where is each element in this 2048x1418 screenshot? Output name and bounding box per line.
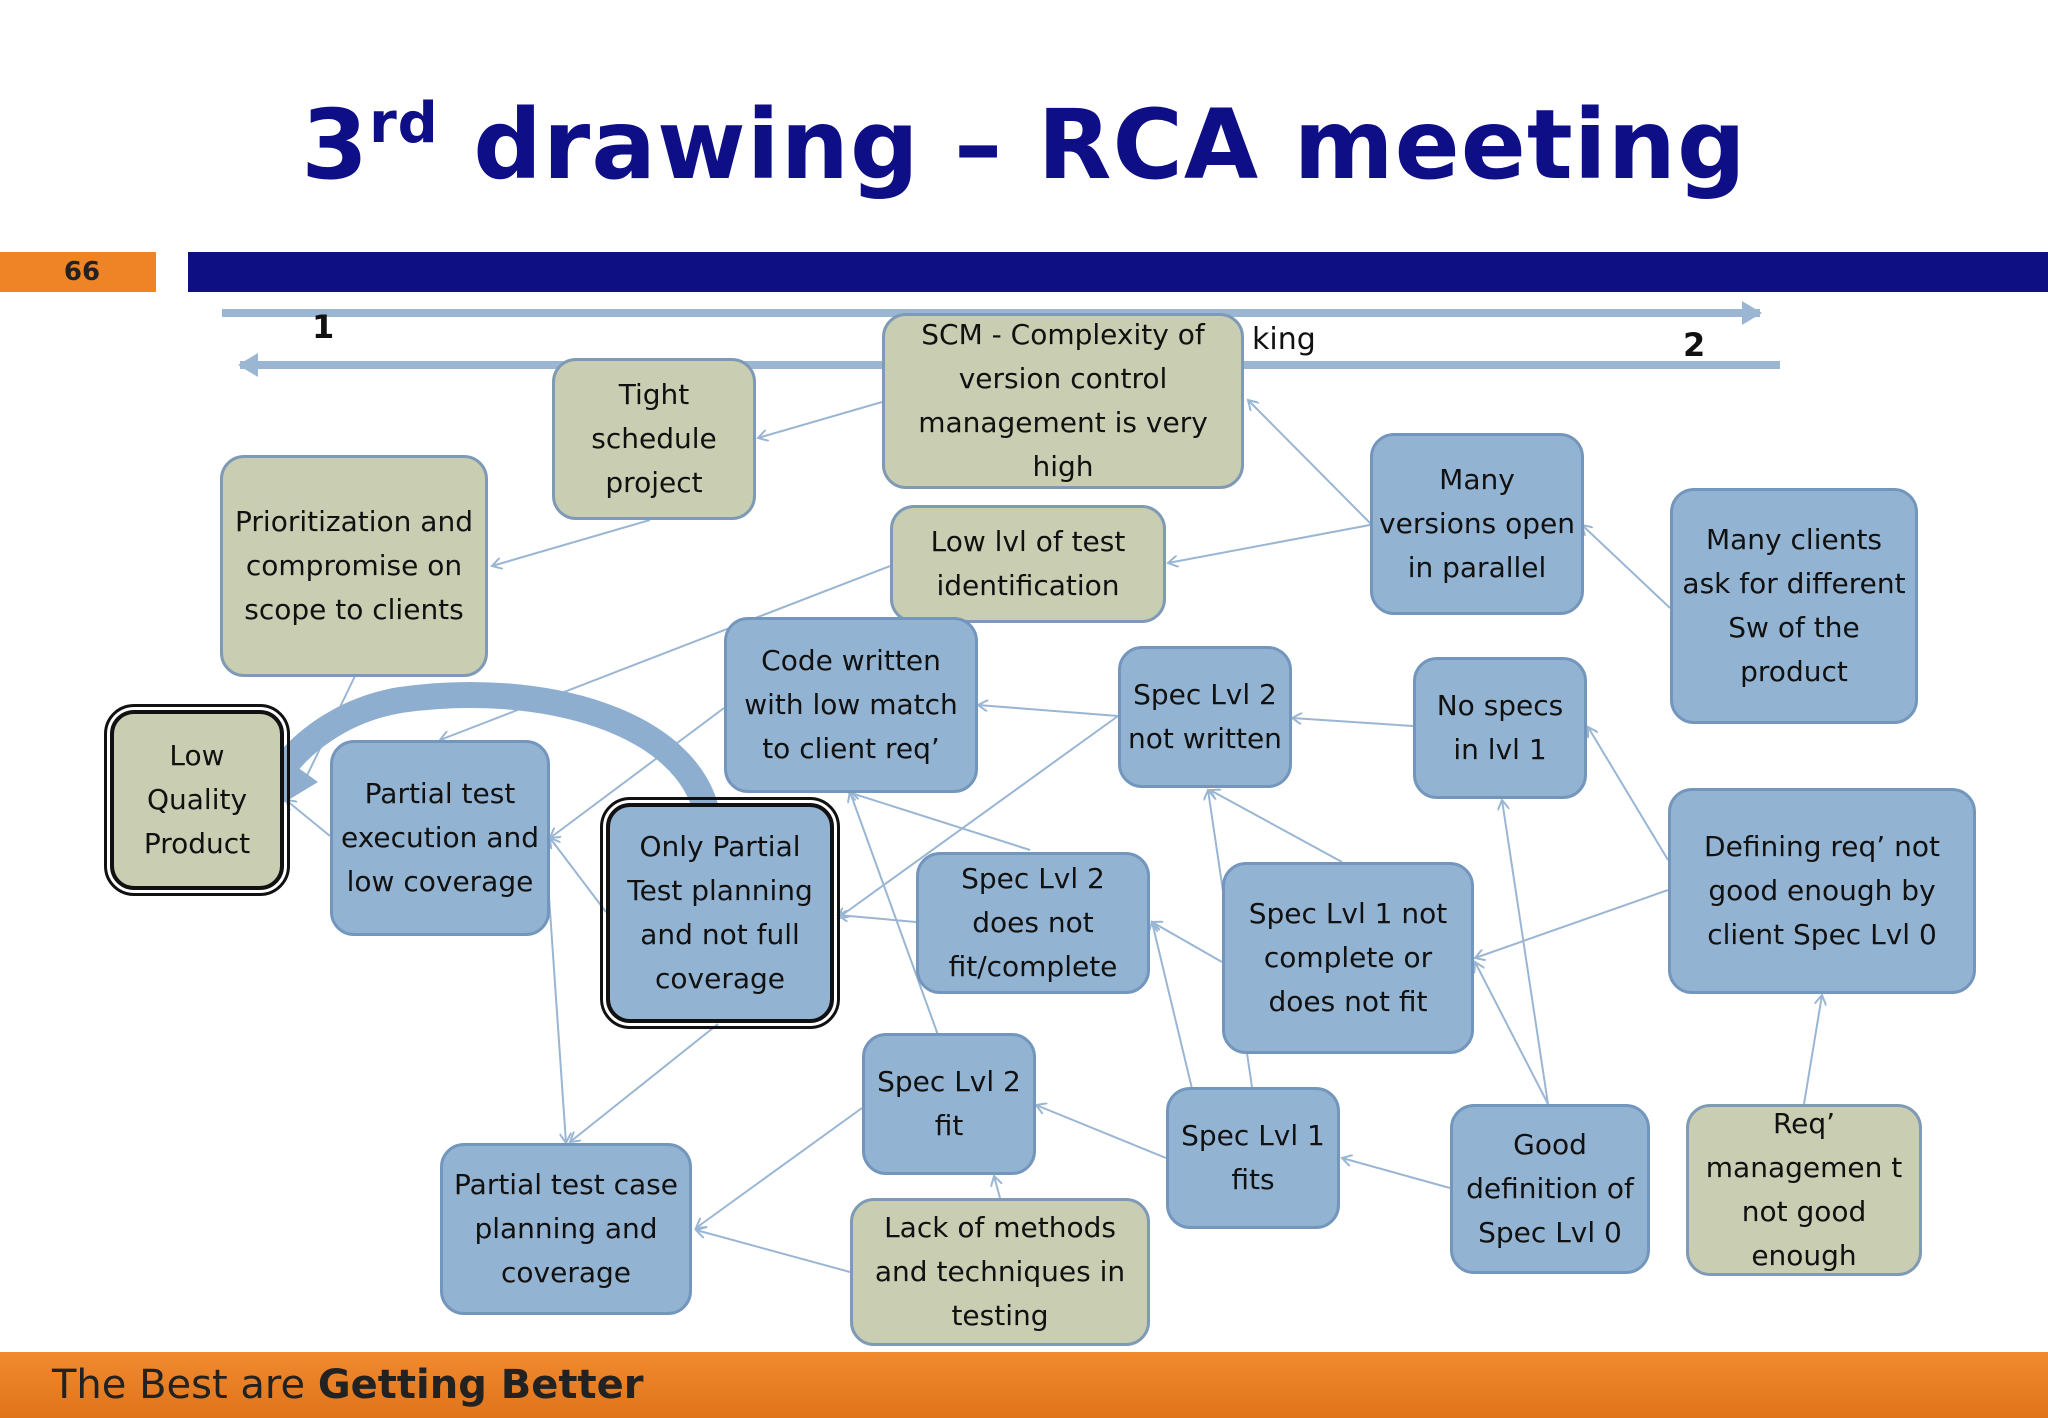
node-lack-of-methods: Lack of methods and techniques in testin… xyxy=(850,1198,1150,1346)
edge-spec1nc-spec2nw xyxy=(1210,790,1343,863)
connector-lines xyxy=(286,400,1822,1273)
timeline-label-right: 2 xyxy=(1683,326,1706,364)
slide-number-bar: 66 xyxy=(0,252,156,292)
title-superscript: rd xyxy=(369,91,439,156)
edge-spec2df-only xyxy=(838,915,917,923)
edge-spec2df-code xyxy=(848,792,1031,851)
edge-spec1fit-spec2fit xyxy=(1036,1105,1167,1159)
edge-only-ptc xyxy=(570,1023,719,1142)
edge-lowlvl-pte xyxy=(440,565,891,740)
slide-title: 3rd drawing – RCA meeting xyxy=(0,90,2048,200)
edge-pte-ptc xyxy=(547,881,566,1143)
node-spec-lvl2-not-written: Spec Lvl 2 not written xyxy=(1118,646,1292,788)
slide-number: 66 xyxy=(63,257,101,287)
edge-lack-spec2fit xyxy=(994,1176,1000,1199)
edge-scm-tight xyxy=(758,401,883,438)
node-partial-test-case-planning: Partial test case planning and coverage xyxy=(440,1143,692,1315)
edge-gooddef-nospecs xyxy=(1502,800,1549,1105)
node-prioritization: Prioritization and compromise on scope t… xyxy=(220,455,488,677)
edge-tight-prior xyxy=(492,519,651,566)
edge-manyver-scm xyxy=(1248,400,1373,526)
node-no-specs-lvl1: No specs in lvl 1 xyxy=(1413,657,1587,799)
node-tight-schedule: Tight schedule project xyxy=(552,358,756,520)
node-spec-lvl2-does-not-fit: Spec Lvl 2 does not fit/complete xyxy=(916,852,1150,994)
edge-reqman-defreq xyxy=(1803,995,1822,1105)
title-main: 3 xyxy=(301,89,370,201)
node-only-partial-test-planning: Only Partial Test planning and not full … xyxy=(600,797,840,1029)
node-many-clients: Many clients ask for different Sw of the… xyxy=(1670,488,1918,724)
node-req-management: Req’ managemen t not good enough xyxy=(1686,1104,1922,1276)
node-code-written: Code written with low match to client re… xyxy=(724,617,978,793)
edge-defreq-spec1nc xyxy=(1475,889,1669,958)
node-scm-complexity: SCM - Complexity of version control mana… xyxy=(882,313,1244,489)
edge-manycli-manyver xyxy=(1582,525,1671,609)
title-rest: drawing – RCA meeting xyxy=(438,89,1747,201)
node-low-quality-product: Low Quality Product xyxy=(104,704,290,896)
node-good-definition: Good definition of Spec Lvl 0 xyxy=(1450,1104,1650,1274)
node-low-lvl-test-identification: Low lvl of test identification xyxy=(890,505,1166,623)
edge-manyver-lowlvl xyxy=(1168,524,1371,563)
timeline-caption: king xyxy=(1252,322,1316,357)
edge-spec2nw-only xyxy=(838,715,1119,918)
edge-gooddef-spec1fit xyxy=(1342,1158,1451,1189)
node-spec-lvl1-fits: Spec Lvl 1 fits xyxy=(1166,1087,1340,1229)
node-spec-lvl2-fit: Spec Lvl 2 fit xyxy=(862,1033,1036,1175)
edge-defreq-nospecs xyxy=(1588,727,1669,861)
footer-slogan-plain: The Best are xyxy=(52,1362,318,1408)
footer-slogan: The Best are Getting Better xyxy=(52,1362,643,1408)
edge-gooddef-spec1nc xyxy=(1475,962,1549,1105)
edge-only-pte xyxy=(550,838,607,913)
node-partial-test-execution: Partial test execution and low coverage xyxy=(330,740,550,936)
curved-arrow xyxy=(269,682,721,831)
node-many-versions: Many versions open in parallel xyxy=(1370,433,1584,615)
edge-spec2fit-ptc xyxy=(696,1107,863,1228)
footer-bar xyxy=(0,1352,2048,1418)
edge-nospecs-spec2nw xyxy=(1292,718,1414,727)
title-underline-bar xyxy=(188,252,2048,292)
node-spec-lvl1-not-complete: Spec Lvl 1 not complete or does not fit xyxy=(1222,862,1474,1054)
edge-spec2fit-code xyxy=(850,792,939,1036)
edge-code-pte xyxy=(550,707,725,838)
footer-slogan-bold: Getting Better xyxy=(317,1362,644,1408)
edge-lack-ptc xyxy=(696,1230,851,1273)
node-defining-req: Defining req’ not good enough by client … xyxy=(1668,788,1976,994)
edge-spec2nw-code xyxy=(978,705,1119,717)
edge-pte-lowq xyxy=(286,800,331,837)
timeline-label-left: 1 xyxy=(312,308,335,346)
edge-spec1nc-spec2df xyxy=(1152,922,1223,963)
